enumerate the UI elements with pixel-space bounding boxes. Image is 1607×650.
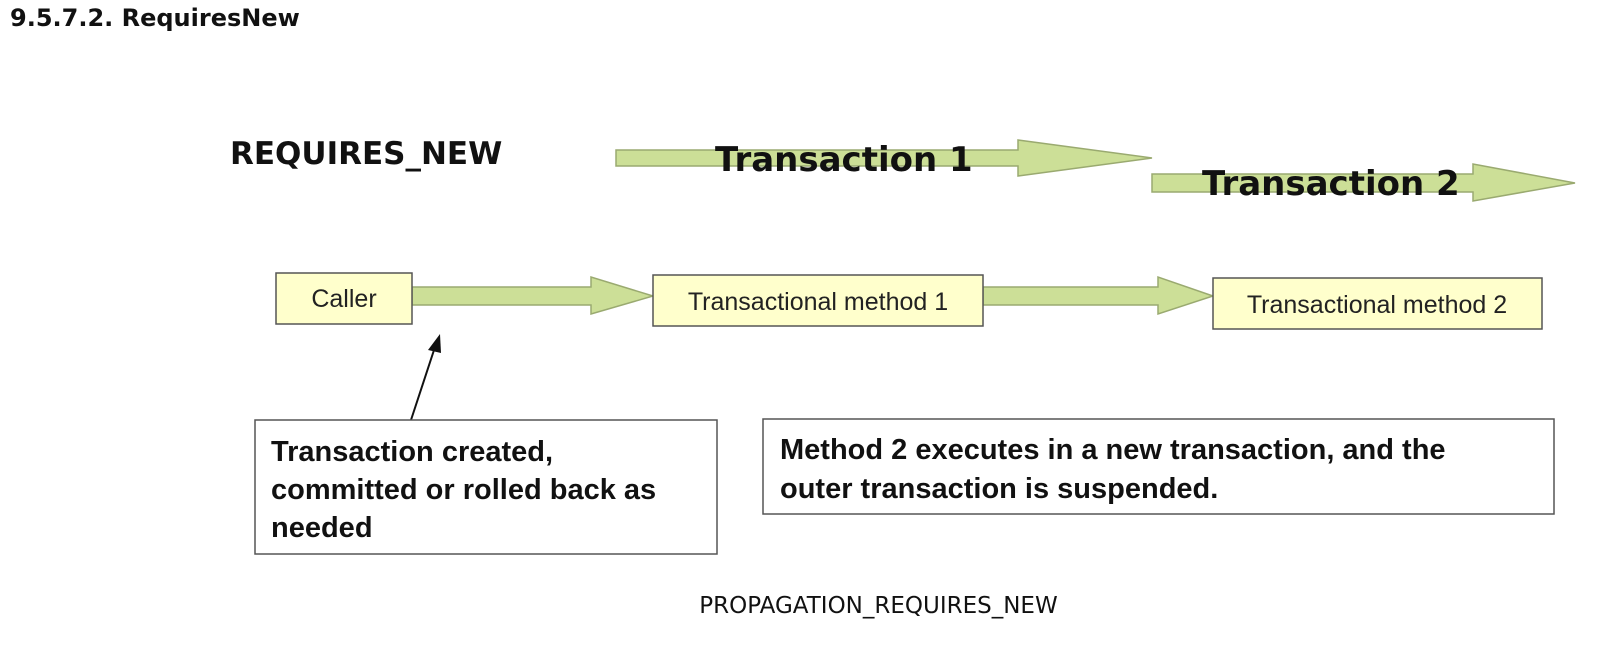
caller-box: [275, 272, 413, 325]
caller-pointer-line: [410, 346, 436, 421]
left-note-text: Transaction created, committed or rolled…: [271, 436, 664, 544]
transaction-1-label: Transaction 1: [715, 140, 973, 180]
left-note-line: Transaction created,: [271, 436, 553, 468]
right-note-text: Method 2 executes in a new transaction, …: [780, 434, 1454, 505]
left-note-line: needed: [271, 512, 373, 544]
section-title: 9.5.7.2. RequiresNew: [10, 4, 300, 32]
method1-label: Transactional method 1: [688, 288, 948, 316]
caller-pointer-head: [428, 334, 441, 353]
right-note-line: Method 2 executes in a new transaction, …: [780, 434, 1446, 466]
transaction-1-arrow: [615, 139, 1153, 177]
method2-label: Transactional method 2: [1247, 291, 1507, 319]
caller-label: Caller: [311, 285, 376, 313]
right-note-box: [762, 418, 1555, 515]
method1-box: [652, 274, 984, 327]
method1-to-method2-arrow: [982, 275, 1216, 316]
transaction-2-arrow: [1151, 163, 1576, 202]
caller-to-method1-arrow: [411, 275, 656, 315]
transaction-2-label: Transaction 2: [1202, 164, 1460, 204]
left-note-box: [254, 419, 718, 555]
left-note-line: committed or rolled back as: [271, 474, 656, 506]
diagram-heading: REQUIRES_NEW: [230, 136, 502, 172]
figure-caption: PROPAGATION_REQUIRES_NEW: [699, 593, 1058, 619]
right-note-line: outer transaction is suspended.: [780, 473, 1218, 505]
method2-box: [1212, 277, 1543, 330]
